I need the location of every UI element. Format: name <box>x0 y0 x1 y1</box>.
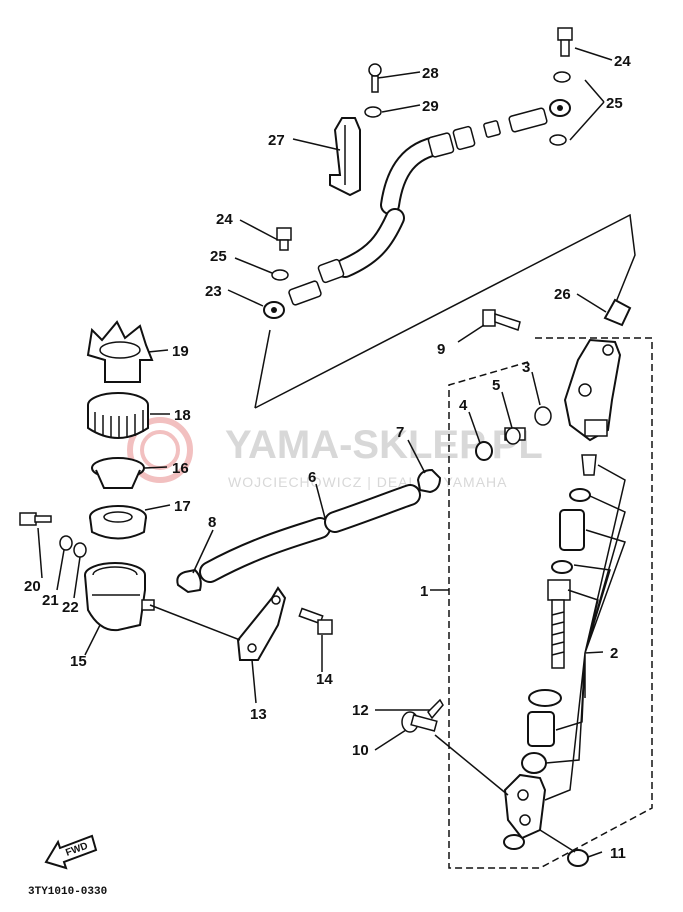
callout-20: 20 <box>24 578 41 595</box>
callout-12: 12 <box>352 702 369 719</box>
plate-16 <box>91 457 145 489</box>
callout-18: 18 <box>174 407 191 424</box>
callout-6: 6 <box>308 469 316 486</box>
callout-24-upper: 24 <box>614 53 631 70</box>
callout-22: 22 <box>62 599 79 616</box>
watermark-logo-icon <box>127 417 193 483</box>
pin-10 <box>401 711 438 733</box>
fwd-arrow-icon: FWD <box>44 834 98 870</box>
bracket-13 <box>236 586 287 661</box>
callout-23: 23 <box>205 283 222 300</box>
callout-10: 10 <box>352 742 369 759</box>
bolt-24-middle <box>276 227 292 251</box>
callout-3: 3 <box>522 359 530 376</box>
callout-21: 21 <box>42 592 59 609</box>
clevis-pushrod <box>503 773 547 850</box>
callout-25-upper: 25 <box>606 95 623 112</box>
callout-28: 28 <box>422 65 439 82</box>
callout-14: 14 <box>316 671 333 688</box>
callout-16: 16 <box>172 460 189 477</box>
reservoir-15 <box>84 562 155 632</box>
callout-27: 27 <box>268 132 285 149</box>
reservoir-cap-18 <box>87 392 149 439</box>
joint-5 <box>504 427 526 445</box>
callout-2: 2 <box>610 645 618 662</box>
callout-29: 29 <box>422 98 439 115</box>
callout-19: 19 <box>172 343 189 360</box>
callout-15: 15 <box>70 653 87 670</box>
washer-25c <box>271 269 289 281</box>
bolt-14 <box>298 607 333 635</box>
watermark-brand: YAMA-SKLEP.PL <box>225 423 543 467</box>
callout-11: 11 <box>610 845 626 862</box>
diagram-code: 3TY1010-0330 <box>28 886 107 898</box>
piston-kit-2 <box>521 454 597 774</box>
circlip-4 <box>475 441 493 461</box>
callout-1: 1 <box>420 583 428 600</box>
cotter-pin-12 <box>427 698 444 720</box>
callout-24-middle: 24 <box>216 211 233 228</box>
cap-guard-19 <box>86 320 154 383</box>
washer-25b <box>549 134 567 146</box>
reservoir-hose-6 <box>199 484 421 583</box>
callout-9: 9 <box>437 341 445 358</box>
clamp-27 <box>329 117 361 197</box>
union-bolt-9 <box>482 309 521 331</box>
bolt-24-upper <box>557 27 573 57</box>
upper-hose <box>263 99 571 319</box>
callout-7: 7 <box>396 424 404 441</box>
callout-4: 4 <box>459 397 468 414</box>
clip-26 <box>603 298 632 327</box>
leader-lines <box>37 47 626 858</box>
washer-25a <box>553 71 571 83</box>
watermark-dealer: WOJCIECHOWICZ | DEALER YAMAHA <box>228 474 507 490</box>
callout-25-middle: 25 <box>210 248 227 265</box>
screw-20 <box>19 512 52 526</box>
callout-8: 8 <box>208 514 216 531</box>
master-cylinder-body <box>563 338 622 442</box>
callout-13: 13 <box>250 706 267 723</box>
washer-29 <box>364 106 382 118</box>
clip-8 <box>176 568 202 594</box>
washer-21 <box>59 535 73 551</box>
callout-5: 5 <box>492 377 500 394</box>
clip-7 <box>416 468 442 494</box>
callouts: 28 29 27 24 25 23 24 25 26 19 18 16 17 9… <box>24 53 631 862</box>
callout-26: 26 <box>554 286 571 303</box>
grommet-22 <box>73 542 87 558</box>
screw-28 <box>368 63 382 93</box>
nut-11 <box>567 849 589 867</box>
diaphragm-17 <box>89 505 147 540</box>
o-ring-3 <box>534 406 552 426</box>
callout-17: 17 <box>174 498 191 515</box>
assembly-outline <box>448 337 653 869</box>
